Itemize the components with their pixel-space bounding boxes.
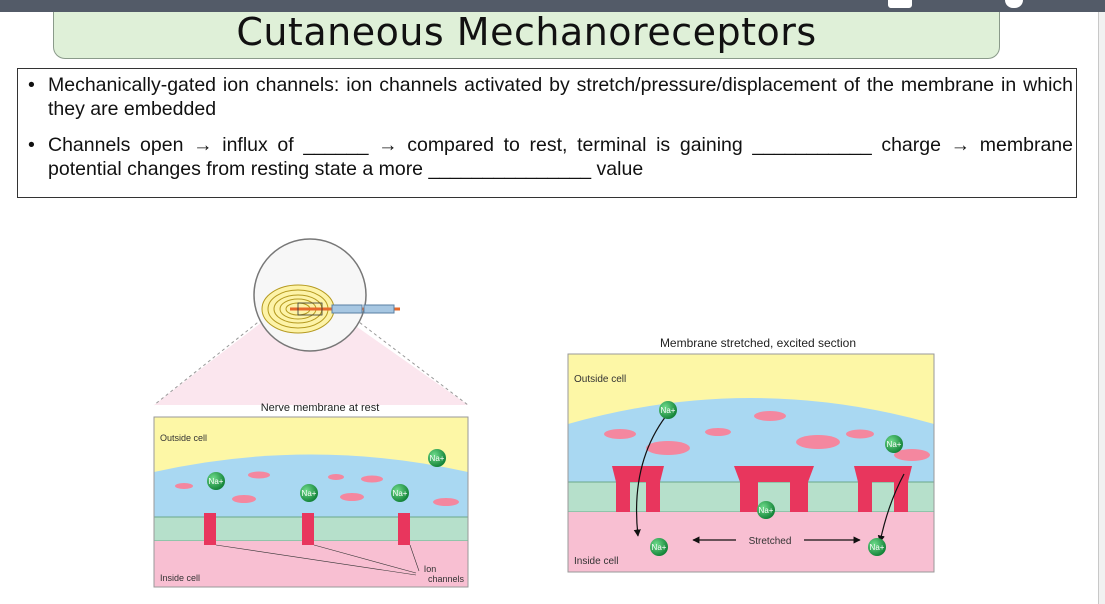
- zoom-cone: [154, 322, 468, 405]
- extracellular-fluid: [568, 398, 934, 482]
- corpuscle-icon: [261, 284, 400, 334]
- svg-text:Na+: Na+: [887, 440, 902, 449]
- svg-text:Na+: Na+: [870, 543, 885, 552]
- svg-text:Na+: Na+: [393, 489, 408, 498]
- bullet-text-box: • Mechanically-gated ion channels: ion c…: [17, 68, 1077, 198]
- sodium-ion: Na+: [868, 538, 886, 556]
- sodium-ion: Na+: [207, 472, 225, 490]
- inside-region: [154, 541, 468, 587]
- ion-channel: [302, 513, 314, 545]
- zoom-line-left: [153, 318, 263, 406]
- ion-channels-label: Ion: [424, 564, 437, 574]
- stretched-panel: Na+ Na+ Na+ Na+ Na+ Outside cell Inside …: [567, 353, 935, 573]
- inside-cell-label: Inside cell: [574, 556, 618, 567]
- toolbar-button-icon[interactable]: [888, 0, 912, 8]
- resting-membrane-diagram: Na+ Na+ Na+ Na+ Outside cell Inside cell…: [153, 238, 469, 588]
- svg-text:Na+: Na+: [661, 406, 676, 415]
- ion-channel: [204, 513, 216, 545]
- inside-cell-label: Inside cell: [160, 573, 200, 583]
- toolbar-circle-icon[interactable]: [1005, 0, 1023, 8]
- bullet-text: Channels open → influx of ______ → compa…: [48, 134, 1073, 180]
- extracellular-fluid: [154, 454, 468, 512]
- sodium-ion: Na+: [757, 501, 775, 519]
- ion-channels-label: channels: [428, 574, 465, 584]
- svg-text:Na+: Na+: [430, 454, 445, 463]
- slide-title: Cutaneous Mechanoreceptors: [236, 10, 817, 54]
- sodium-ion: Na+: [650, 538, 668, 556]
- bullet-icon: •: [28, 74, 35, 96]
- ion-channel: [398, 513, 410, 545]
- bullet-text: Mechanically-gated ion channels: ion cha…: [48, 74, 1073, 120]
- slide: Cutaneous Mechanoreceptors • Mechanicall…: [0, 10, 1098, 604]
- stretched-membrane-diagram: Membrane stretched, excited section: [567, 336, 935, 573]
- sodium-ion: Na+: [300, 484, 318, 502]
- svg-text:Na+: Na+: [302, 489, 317, 498]
- ion-channel: [612, 466, 664, 512]
- stretched-label: Stretched: [749, 536, 792, 547]
- sodium-ion: Na+: [885, 435, 903, 453]
- slide-edge-divider: [1098, 12, 1099, 604]
- stretched-panel-title: Membrane stretched, excited section: [660, 336, 856, 350]
- top-toolbar: [0, 0, 1105, 12]
- svg-text:Na+: Na+: [652, 543, 667, 552]
- rest-panel-title: Nerve membrane at rest: [261, 402, 380, 414]
- ion-channel: [734, 466, 814, 512]
- bullet-icon: •: [28, 134, 35, 156]
- scrollbar[interactable]: [1099, 12, 1105, 604]
- outside-cell-label: Outside cell: [574, 374, 626, 385]
- sodium-ion: Na+: [659, 401, 677, 419]
- svg-text:Na+: Na+: [209, 477, 224, 486]
- ion-channel: [854, 466, 912, 512]
- title-banner: Cutaneous Mechanoreceptors: [53, 10, 1000, 59]
- sodium-ion: Na+: [391, 484, 409, 502]
- sodium-ion: Na+: [428, 449, 446, 467]
- rest-panel: Na+ Na+ Na+ Na+ Outside cell Inside cell…: [153, 416, 469, 588]
- svg-text:Na+: Na+: [759, 506, 774, 515]
- outside-cell-label: Outside cell: [160, 433, 207, 443]
